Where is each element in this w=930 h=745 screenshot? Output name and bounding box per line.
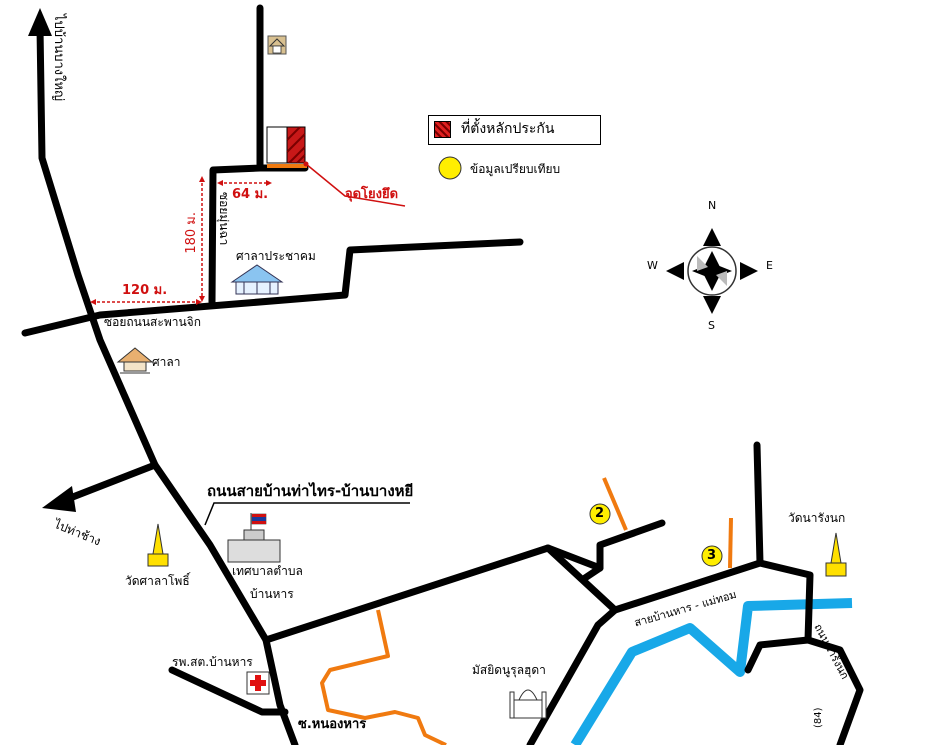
legend-box: ที่ตั้งหลักประกัน bbox=[428, 115, 601, 145]
road-network bbox=[21, 4, 864, 745]
label-main-road: ถนนสายบ้านท่าไทร-บ้านบางหยี bbox=[207, 482, 414, 500]
main-road-pointer bbox=[204, 502, 410, 526]
label-road-code: (84) bbox=[813, 707, 824, 728]
parcel-white bbox=[266, 126, 288, 164]
compass-n: N bbox=[708, 199, 717, 212]
municipality-icon bbox=[227, 513, 281, 563]
house-icon bbox=[267, 35, 287, 55]
marker-2-label: 2 bbox=[595, 506, 605, 521]
river bbox=[570, 598, 853, 745]
label-mosque: มัสยิดนูรุลฮุดา bbox=[472, 663, 546, 677]
label-sala: ศาลา bbox=[152, 355, 181, 369]
distance-180m: 180 ม. bbox=[184, 212, 199, 254]
compass-s: S bbox=[708, 319, 715, 332]
community-hall-icon bbox=[230, 264, 284, 295]
marker-3-label: 3 bbox=[707, 548, 717, 563]
health-center-icon bbox=[246, 671, 270, 695]
distance-lines bbox=[92, 178, 270, 303]
compass-w: W bbox=[647, 259, 658, 272]
arrow-north-head bbox=[28, 8, 52, 36]
distance-120m: 120 ม. bbox=[122, 283, 168, 298]
marker-2-icon bbox=[589, 503, 611, 525]
compass-icon bbox=[666, 228, 758, 314]
label-wat-na-rang-nok: วัดนารังนก bbox=[788, 511, 846, 525]
arrow-west-head bbox=[42, 486, 76, 512]
label-tie-point: จุดโยงยึด bbox=[345, 187, 399, 202]
sala-icon bbox=[116, 347, 154, 374]
stupa-icon-wat-sala-pho bbox=[147, 523, 169, 567]
label-soi-thanon-saphan-chik: ซอยถนนสะพานจิก bbox=[104, 315, 201, 329]
label-wat-sala-pho: วัดศาลาโพธิ์ bbox=[125, 574, 190, 588]
label-soi-moon-cha: ซอยมุ่นฉา bbox=[217, 192, 231, 246]
orange-roads bbox=[320, 477, 733, 745]
tie-point-leader bbox=[305, 163, 406, 207]
legend-parcel-icon bbox=[434, 121, 451, 138]
label-to-ban-bang-yai: ไปบ้านบางใหญ่ bbox=[51, 14, 66, 102]
mosque-icon bbox=[509, 689, 547, 719]
label-community-hall: ศาลาประชาคม bbox=[236, 249, 316, 263]
marker-3-icon bbox=[701, 545, 723, 567]
label-municipality-line2: บ้านหาร bbox=[250, 587, 294, 601]
legend-compare-label: ข้อมูลเปรียบเทียบ bbox=[470, 162, 561, 176]
legend-compare-icon bbox=[438, 156, 462, 180]
compass-e: E bbox=[766, 259, 773, 272]
distance-64m: 64 ม. bbox=[232, 187, 269, 202]
label-municipality-line1: เทศบาลตำบล bbox=[232, 564, 303, 578]
legend-parcel-label: ที่ตั้งหลักประกัน bbox=[461, 121, 555, 137]
label-health-center: รพ.สต.บ้านหาร bbox=[172, 655, 253, 669]
label-soi-nong-han: ซ.หนองหาร bbox=[298, 717, 367, 732]
stupa-icon-wat-na-rang-nok bbox=[825, 532, 847, 577]
